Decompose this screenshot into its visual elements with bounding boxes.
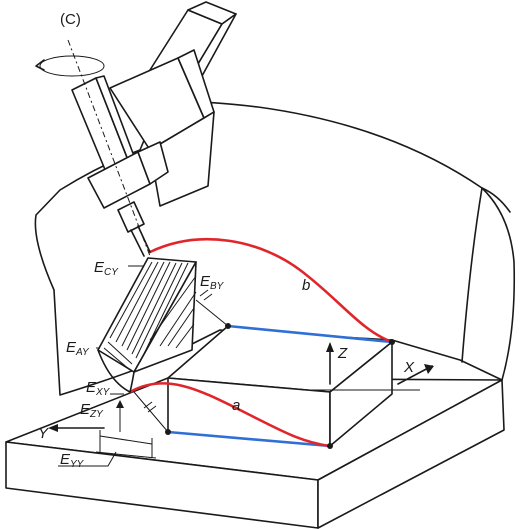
curve-b — [148, 237, 394, 344]
label-axis-x: X — [403, 359, 415, 376]
label-eby: EBY — [200, 273, 225, 292]
rotation-axis-label: (C) — [60, 11, 81, 28]
labels: (C) ECY EBY EAY EXY EZY EYY b a X Y Z — [38, 11, 415, 470]
workpiece-block — [167, 325, 393, 447]
curve-a — [128, 382, 332, 448]
cutting-tool — [97, 257, 197, 393]
label-ezy: EZY — [80, 401, 104, 420]
reference-line-lower — [166, 430, 332, 448]
error-markers — [48, 265, 434, 467]
spindle-column — [67, 1, 237, 257]
label-eay: EAY — [66, 339, 90, 358]
label-curve-a: a — [232, 397, 240, 414]
label-ecy: ECY — [94, 259, 119, 278]
label-eyy: EYY — [60, 451, 85, 470]
label-axis-y: Y — [38, 425, 49, 442]
label-exy: EXY — [86, 379, 111, 398]
reference-line-upper — [226, 324, 394, 344]
rotation-arrow-c — [35, 55, 105, 77]
label-axis-z: Z — [337, 345, 348, 362]
label-curve-b: b — [302, 277, 310, 294]
